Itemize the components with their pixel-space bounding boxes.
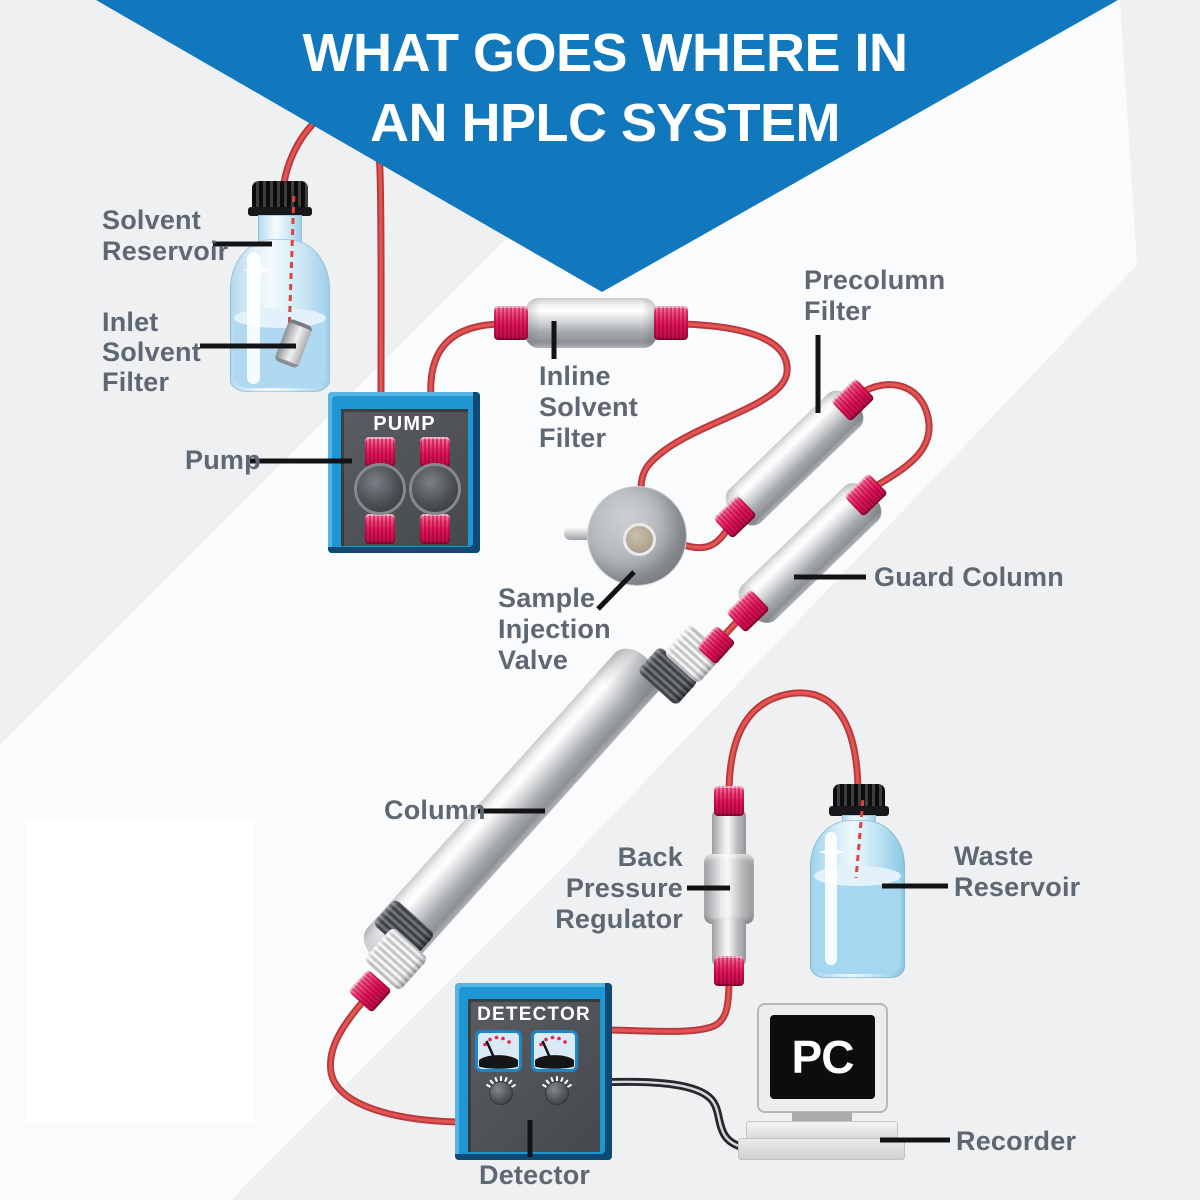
background-white-rectangle	[26, 820, 254, 1122]
bottle-neck	[258, 215, 302, 243]
detector-panel	[468, 999, 600, 1152]
label-line: Inlet	[102, 307, 159, 337]
label-line: Inline	[539, 361, 611, 391]
pump-title: PUMP	[373, 413, 436, 435]
label-line: Reservoir	[954, 872, 1081, 902]
regulator-fitting	[714, 786, 744, 816]
label-pump: Pump	[185, 445, 261, 475]
glass-highlight	[247, 252, 260, 384]
label-line: Solvent	[102, 205, 201, 235]
label-detector: Detector	[479, 1160, 591, 1190]
label-recorder: Recorder	[956, 1126, 1077, 1156]
page-title-line2: AN HPLC SYSTEM	[369, 93, 841, 153]
label-line: Waste	[954, 841, 1034, 871]
detector-title: DETECTOR	[477, 1004, 591, 1025]
label-sample-injection-valve: Sample Injection Valve	[498, 583, 611, 676]
pc-monitor-stand	[792, 1112, 852, 1122]
glass-highlight	[825, 832, 837, 965]
bottle-cap-lip	[248, 207, 312, 216]
inline-filter-fitting	[654, 306, 688, 340]
page-title-line1: WHAT GOES WHERE IN	[302, 23, 909, 83]
pointer-sample-injection-valve	[596, 570, 636, 611]
label-line: Filter	[102, 367, 170, 397]
label-line: Filter	[804, 296, 872, 326]
label-inline-solvent-filter: Inline Solvent Filter	[539, 361, 638, 454]
pump-fitting	[420, 514, 450, 544]
tube-precolumn-to-guard-core	[854, 383, 931, 488]
pc-screen-text: PC	[791, 1031, 855, 1083]
label-waste-reservoir: Waste Reservoir	[954, 841, 1080, 903]
label-line: Solvent	[102, 337, 201, 367]
label-back-pressure-regulator: Back Pressure Regulator	[538, 842, 683, 935]
regulator-fitting	[714, 956, 744, 986]
label-precolumn-filter: Precolumn Filter	[804, 265, 945, 327]
valve-knob	[623, 523, 656, 556]
inline-filter-body	[524, 298, 658, 348]
pump-fitting	[365, 437, 395, 467]
pump-fitting	[365, 514, 395, 544]
tube-pump-to-inline-filter-core	[429, 322, 506, 400]
bottle-cap-lip	[829, 806, 889, 816]
tube-regulator-to-detector-core	[608, 976, 731, 1033]
label-line: Sample	[498, 583, 596, 613]
label-solvent-reservoir: Solvent Reservoir	[102, 205, 228, 267]
label-inlet-solvent-filter: Inlet Solvent Filter	[102, 307, 201, 397]
label-line: Reservoir	[102, 236, 229, 266]
tube-regulator-to-waste-core	[727, 691, 860, 796]
meter-gauge	[475, 1030, 522, 1072]
meter-gauge	[531, 1030, 578, 1072]
label-line: Filter	[539, 423, 607, 453]
label-line: Regulator	[555, 904, 683, 934]
label-line: Precolumn	[804, 265, 946, 295]
label-line: Solvent	[539, 392, 638, 422]
label-column: Column	[384, 795, 486, 825]
tube-column-to-detector-core	[328, 996, 459, 1124]
label-line: Back	[617, 842, 683, 872]
pump-head	[354, 463, 406, 515]
pump-fitting	[420, 437, 450, 467]
label-line: Pressure	[565, 873, 683, 903]
pc-screen: PC	[770, 1015, 875, 1099]
pc-base-bottom	[738, 1138, 905, 1160]
cable-detector-to-recorder-core	[608, 1080, 744, 1149]
detector-knob	[542, 1076, 572, 1105]
label-guard-column: Guard Column	[874, 562, 1064, 592]
label-line: Injection	[498, 614, 611, 644]
regulator-stem	[712, 810, 746, 860]
pump-head	[409, 463, 461, 515]
detector-knob	[486, 1076, 516, 1105]
inline-filter-fitting	[494, 306, 528, 340]
label-line: Valve	[498, 645, 569, 675]
tube-inline-filter-to-valve-core	[639, 322, 789, 491]
